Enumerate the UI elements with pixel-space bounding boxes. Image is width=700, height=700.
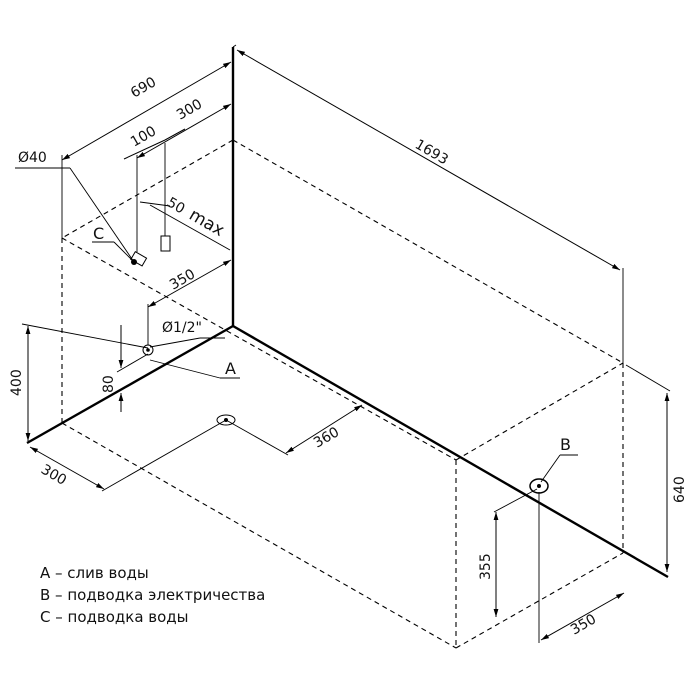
hidden-top-front-edge xyxy=(61,237,457,461)
marker-c-label: C xyxy=(93,224,104,243)
hidden-top-right-edge xyxy=(455,362,624,461)
dim-300-bottom-label: 300 xyxy=(38,462,69,489)
dim-1693-label: 1693 xyxy=(412,137,451,169)
dim-50-max: 50 max xyxy=(139,195,231,251)
left-floor-edge xyxy=(26,324,234,445)
legend-item-b: B – подводка электричества xyxy=(40,586,265,604)
fitting-right-pipe xyxy=(160,235,171,252)
legend-item-c: C – подводка воды xyxy=(40,608,189,626)
dim-half-inch-label: Ø1/2" xyxy=(162,320,202,336)
dim-355: 355 xyxy=(478,488,538,617)
dim-640-label: 640 xyxy=(672,476,688,503)
dim-300-bottom: 300 xyxy=(29,446,105,490)
dim-400: 400 xyxy=(9,323,149,441)
drain-a: A xyxy=(101,359,289,492)
dim-690-label: 690 xyxy=(128,74,159,101)
bathtub-outline xyxy=(26,47,669,579)
front-floor-edge xyxy=(232,324,669,579)
water-fittings xyxy=(130,235,171,267)
dim-1693: 1693 xyxy=(236,49,624,363)
hidden-top-back-edge xyxy=(232,139,624,364)
dim-360: 360 xyxy=(285,404,363,454)
electric-b: B xyxy=(529,435,578,494)
dim-80: 80 xyxy=(101,325,149,412)
dim-640: 640 xyxy=(625,364,688,572)
legend-item-a: A – слив воды xyxy=(40,564,149,582)
inlet-center xyxy=(146,348,150,352)
dim-80-label: 80 xyxy=(101,375,117,393)
dim-diam40-label: Ø40 xyxy=(18,150,47,166)
dim-max-label: max xyxy=(186,205,228,241)
marker-b-label: B xyxy=(560,435,571,454)
hidden-top-left-edge xyxy=(61,139,234,239)
hidden-bottom-front-edge xyxy=(61,422,457,649)
dim-350-top-label: 350 xyxy=(167,266,198,293)
dim-355-label: 355 xyxy=(478,553,494,580)
dim-400-label: 400 xyxy=(9,369,25,396)
dim-350-bottom-label: 350 xyxy=(568,611,599,638)
marker-a-label: A xyxy=(225,359,236,378)
legend: A – слив воды B – подводка электричества… xyxy=(40,564,265,626)
marker-c: C xyxy=(92,224,133,261)
dim-50-label: 50 xyxy=(164,195,187,218)
half-inch-inlet: Ø1/2" xyxy=(142,320,225,356)
dim-100-label: 100 xyxy=(128,123,159,150)
dim-360-label: 360 xyxy=(311,424,342,451)
electric-center xyxy=(537,484,541,488)
dim-300-top-label: 300 xyxy=(174,96,205,123)
dim-350-bottom: 350 xyxy=(538,492,625,643)
dim-diam40: Ø40 xyxy=(15,150,135,263)
